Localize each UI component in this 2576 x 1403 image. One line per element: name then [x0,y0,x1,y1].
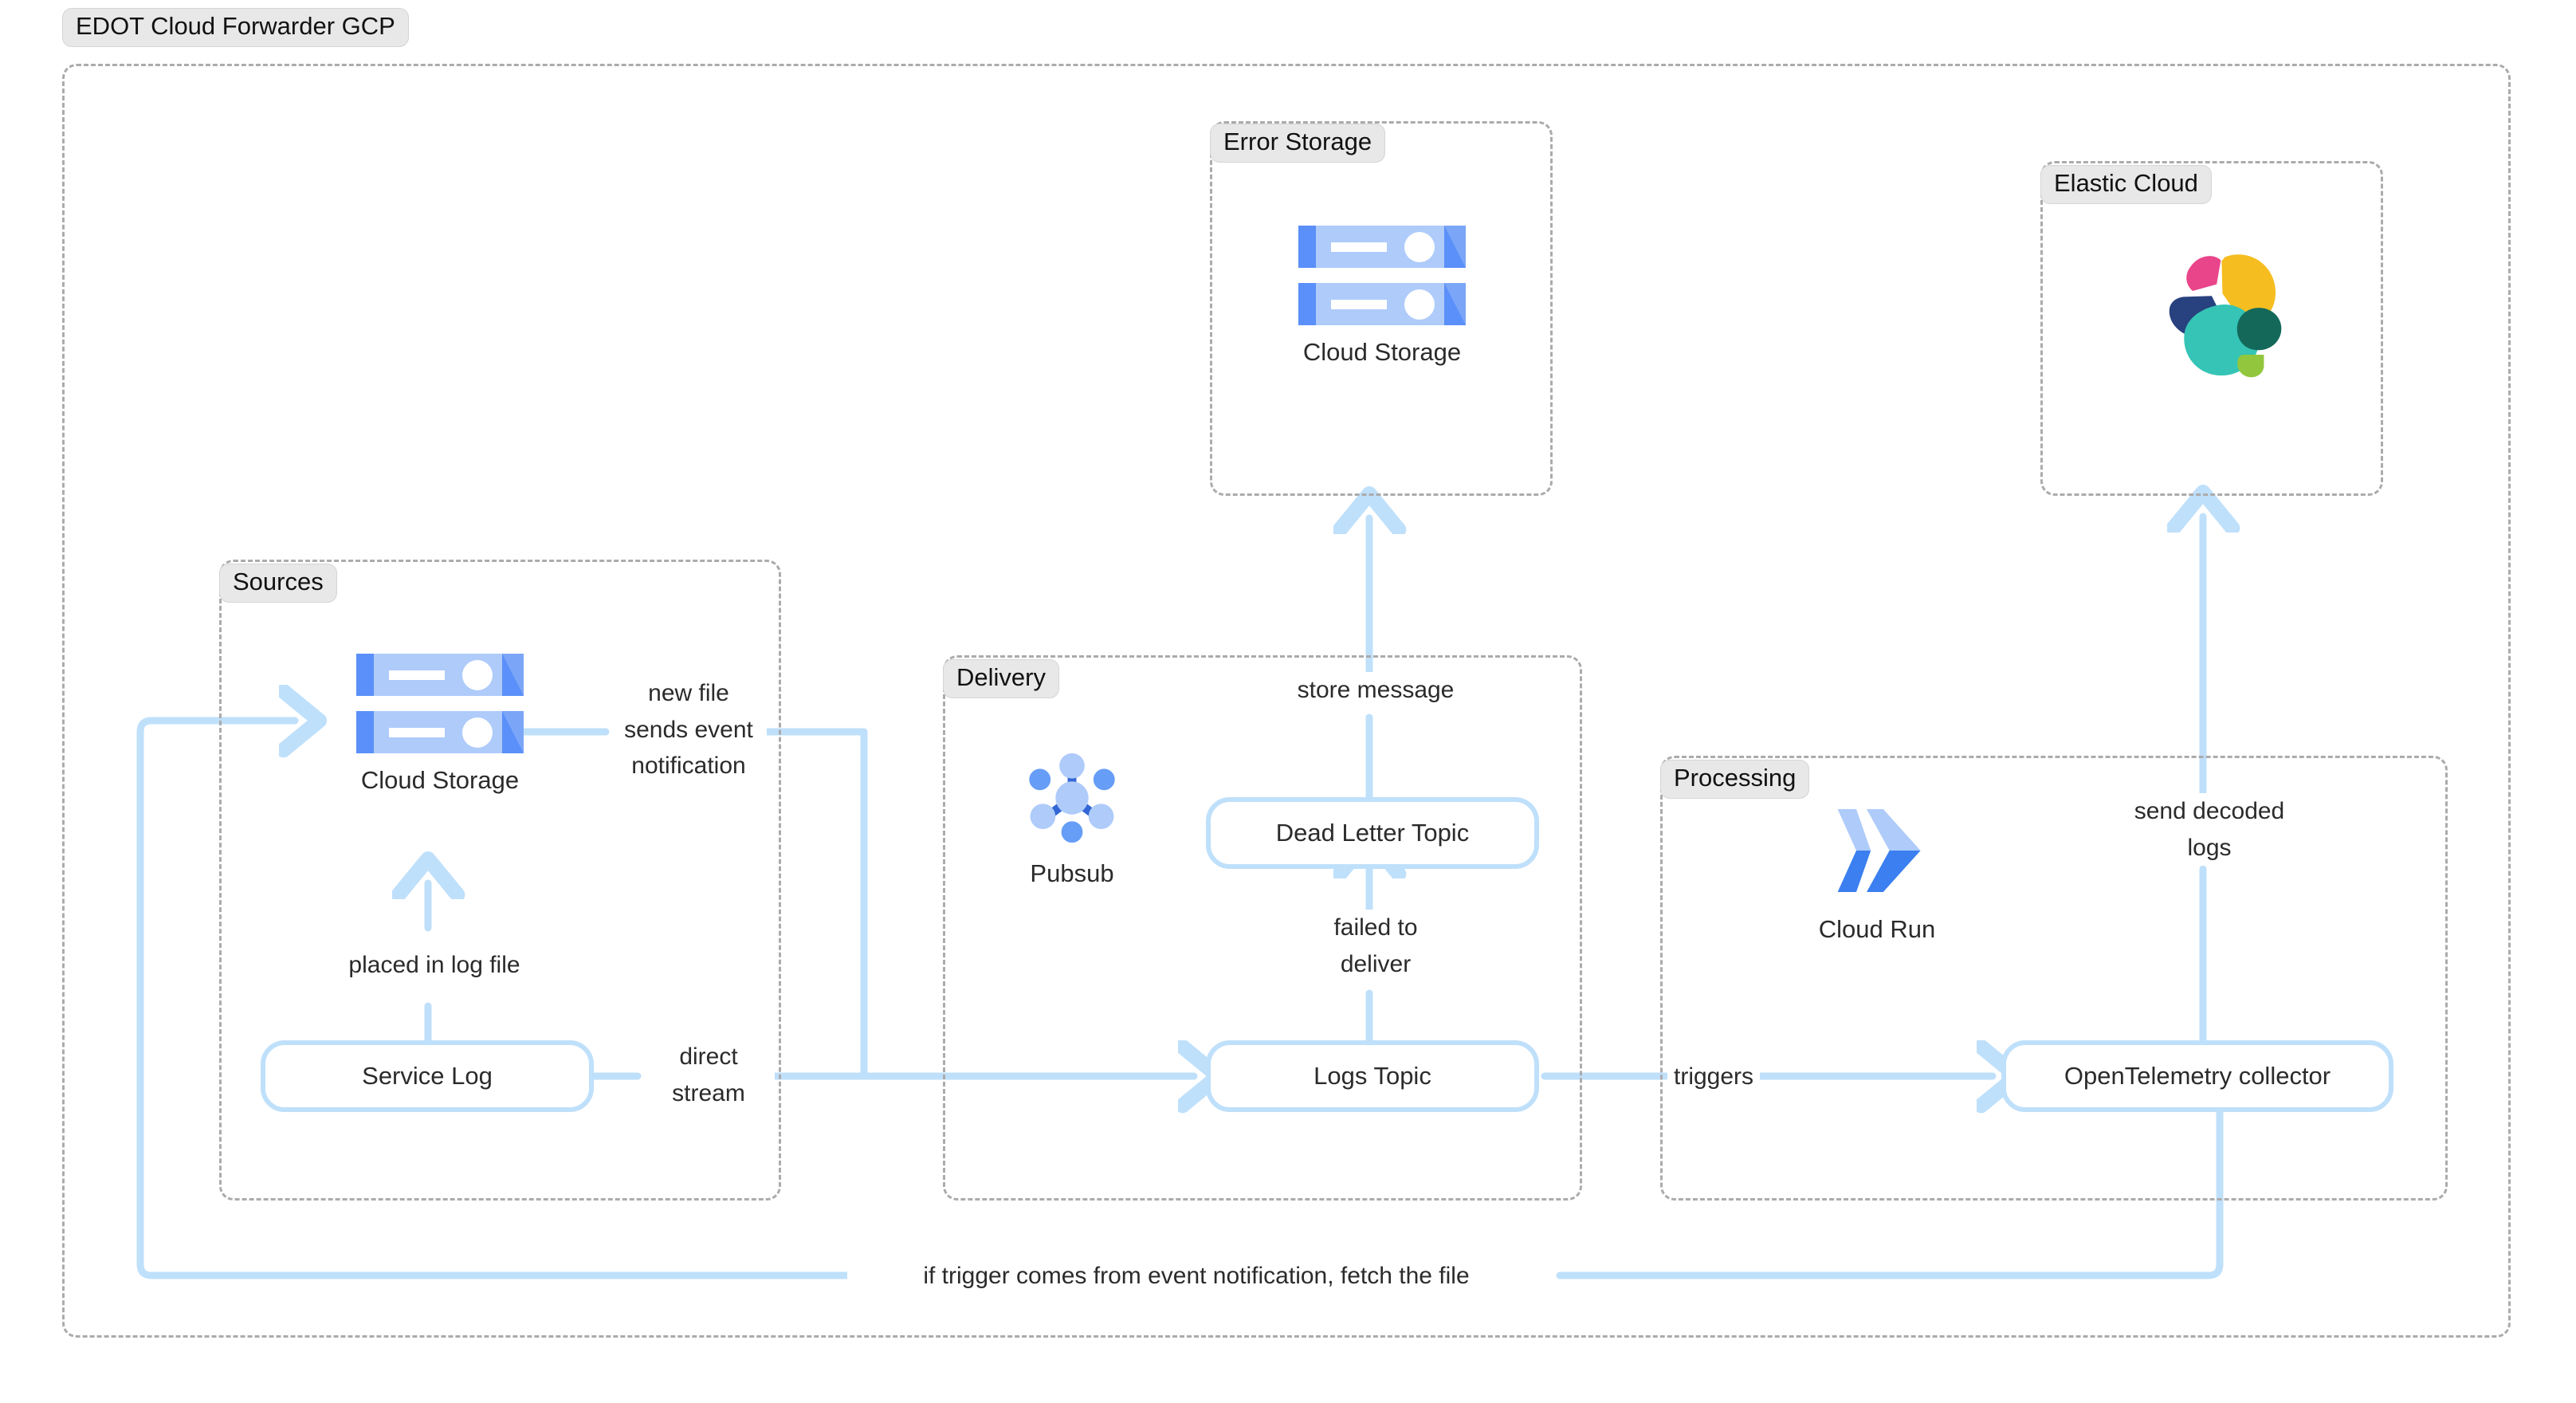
icon-cloud-storage-error: Cloud Storage [1286,226,1478,367]
icon-caption-cloud-run: Cloud Run [1818,915,1936,943]
cloud-storage-icon [356,654,524,753]
icon-cloud-run: Cloud Run [1805,799,1949,944]
group-error-storage [1210,121,1553,496]
group-label-delivery: Delivery [943,659,1059,698]
group-delivery [943,655,1582,1201]
node-dead-letter-topic[interactable]: Dead Letter Topic [1206,797,1539,869]
edge-label-placed-in-log: placed in log file [316,947,552,984]
node-label-dead-letter-topic: Dead Letter Topic [1275,819,1470,847]
node-label-opentelemetry-collector: OpenTelemetry collector [2064,1062,2331,1090]
group-label-root: EDOT Cloud Forwarder GCP [62,8,409,47]
icon-caption-cloud-storage: Cloud Storage [1302,338,1462,366]
group-label-sources: Sources [219,564,337,603]
node-label-service-log: Service Log [362,1062,493,1090]
icon-caption-pubsub: Pubsub [1030,859,1114,887]
pubsub-icon [1029,753,1115,843]
group-label-elastic-cloud: Elastic Cloud [2040,165,2212,204]
node-label-logs-topic: Logs Topic [1314,1062,1431,1090]
icon-cloud-storage-sources: Cloud Storage [344,654,536,795]
elastic-logo-icon [2169,254,2282,378]
icon-elastic-logo [2130,230,2297,395]
node-service-log[interactable]: Service Log [261,1040,594,1112]
group-label-error-storage: Error Storage [1210,124,1386,163]
cloud-storage-icon [1298,226,1466,325]
node-opentelemetry-collector[interactable]: OpenTelemetry collector [2001,1040,2393,1112]
icon-pubsub: Pubsub [1016,749,1128,888]
node-logs-topic[interactable]: Logs Topic [1206,1040,1539,1112]
group-elastic-cloud [2040,161,2383,496]
edge-label-fetch-file: if trigger comes from event notification… [847,1258,1545,1295]
edge-label-store-message: store message [1274,672,1478,709]
icon-caption-cloud-storage: Cloud Storage [360,766,520,794]
edge-label-triggers: triggers [1667,1059,1760,1095]
group-sources [219,560,781,1201]
group-root [62,64,2511,1338]
group-label-processing: Processing [1660,760,1810,799]
group-processing [1660,756,2448,1201]
cloud-run-icon [1837,809,1921,892]
